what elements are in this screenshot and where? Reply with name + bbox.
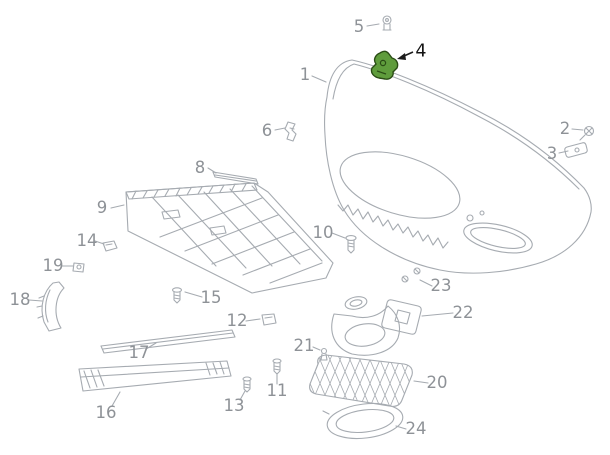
part-18-bracket-drawing — [36, 281, 65, 332]
callout-17[interactable]: 17 — [128, 342, 150, 362]
part-6-clip-drawing — [284, 121, 297, 142]
part-23-screws-drawing — [401, 267, 421, 283]
part-9-undertray-drawing — [125, 182, 334, 294]
callout-21[interactable]: 21 — [293, 335, 315, 355]
part-2-screw-drawing — [579, 125, 595, 141]
part-21-pin-drawing — [320, 347, 328, 361]
callout-16[interactable]: 16 — [95, 402, 117, 422]
callout-18[interactable]: 18 — [9, 289, 31, 309]
callout-12[interactable]: 12 — [226, 310, 248, 330]
part-16-strip-drawing — [78, 360, 232, 392]
part-22-fog-bracket-drawing — [331, 296, 422, 356]
part-10-bolt-drawing — [345, 235, 357, 254]
part-20-mesh-grille-drawing — [309, 354, 413, 407]
part-4-highlighted-clip-drawing[interactable] — [370, 50, 399, 80]
part-11-bolt-drawing — [272, 358, 282, 375]
callout-arrow — [397, 51, 414, 60]
callout-1[interactable]: 1 — [299, 64, 311, 84]
callout-10[interactable]: 10 — [312, 222, 334, 242]
callout-19[interactable]: 19 — [42, 255, 64, 275]
part-12-clip-drawing — [261, 313, 277, 326]
callout-4[interactable]: 4 — [415, 41, 427, 62]
callout-8[interactable]: 8 — [194, 157, 206, 177]
part-3-bracket-drawing — [564, 142, 588, 158]
callout-20[interactable]: 20 — [426, 372, 448, 392]
part-17-strip-drawing — [100, 329, 236, 354]
callout-5[interactable]: 5 — [353, 16, 365, 36]
part-8-strip-drawing — [212, 171, 259, 185]
part-13-bolt-drawing — [242, 376, 252, 393]
callout-2[interactable]: 2 — [559, 118, 571, 138]
callout-15[interactable]: 15 — [200, 287, 222, 307]
part-15-bolt-drawing — [171, 287, 183, 304]
callout-9[interactable]: 9 — [96, 197, 108, 217]
callout-22[interactable]: 22 — [452, 302, 474, 322]
leader-lines — [28, 23, 584, 430]
part-24-bezel-drawing — [322, 402, 404, 440]
callout-14[interactable]: 14 — [76, 230, 98, 250]
callout-13[interactable]: 13 — [223, 395, 245, 415]
part-19-clip-drawing — [72, 262, 85, 273]
part-14-clip-drawing — [102, 240, 118, 252]
callout-6[interactable]: 6 — [261, 120, 273, 140]
part-1-bumper-cover-drawing — [324, 59, 592, 274]
callout-3[interactable]: 3 — [546, 143, 558, 163]
callout-24[interactable]: 24 — [405, 418, 427, 438]
part-5-pin-drawing — [382, 15, 392, 31]
callout-11[interactable]: 11 — [266, 380, 288, 400]
callout-23[interactable]: 23 — [430, 275, 452, 295]
